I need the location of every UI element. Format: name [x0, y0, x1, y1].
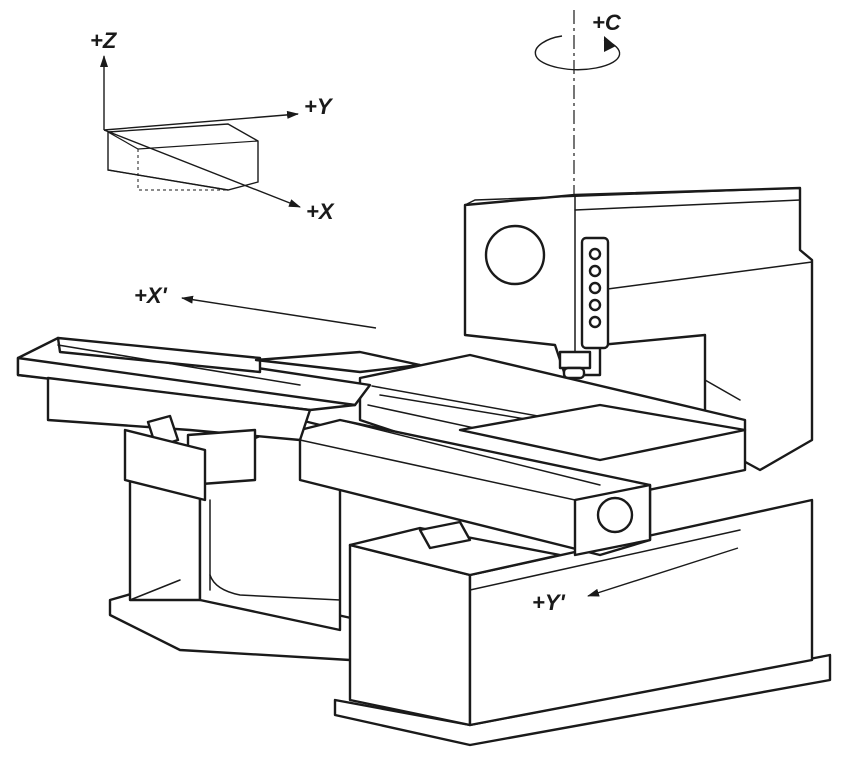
indicator-light [588, 247, 602, 261]
indicator-light [588, 315, 602, 329]
coordinate-reference: +Z +Y +X [90, 28, 335, 224]
indicator-light [588, 298, 602, 312]
punch-tool [562, 366, 586, 380]
z-axis-label: +Z [90, 28, 118, 53]
worktable [358, 353, 747, 502]
slide-block [418, 520, 472, 550]
x-prime-arrow [181, 295, 377, 329]
reference-block [107, 123, 259, 191]
y-axis-arrow [103, 110, 299, 131]
tool-holder [558, 350, 592, 370]
indicator-light [588, 264, 602, 278]
x-prime-label: +X' [134, 283, 168, 308]
x-axis-label: +X [306, 199, 335, 224]
c-axis: +C [534, 10, 622, 360]
crank-circle [596, 496, 634, 534]
gear-housing-circle [484, 224, 546, 286]
c-axis-label: +C [592, 10, 622, 35]
y-prime-arrow [587, 547, 739, 597]
c-frame [463, 186, 814, 472]
rotation-arc [534, 35, 621, 71]
y-prime-label: +Y' [532, 590, 566, 615]
y-axis-label: +Y [304, 94, 334, 119]
indicator-light [588, 281, 602, 295]
motion-arrows: +X' +Y' [134, 283, 739, 615]
right-base [333, 498, 832, 747]
x-table [16, 336, 422, 502]
rotation-arrowhead [604, 36, 616, 52]
x-axis-arrow [103, 129, 301, 208]
y-carriage [298, 418, 652, 557]
